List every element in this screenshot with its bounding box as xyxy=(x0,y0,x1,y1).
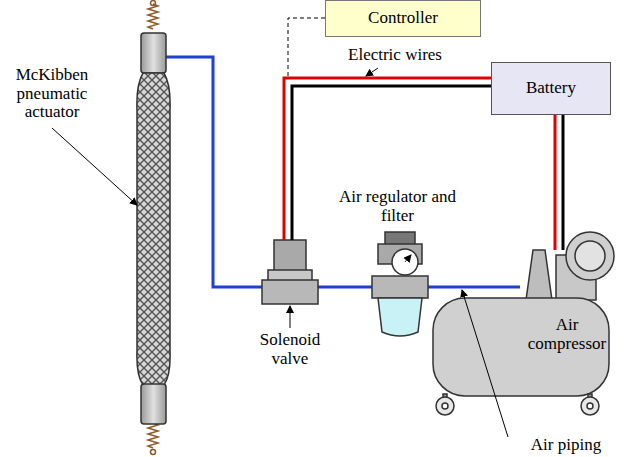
part-label: Air piping xyxy=(505,436,627,455)
leader-line xyxy=(52,68,508,437)
node-text: Battery xyxy=(526,79,576,98)
battery-box: Battery xyxy=(491,62,611,115)
solenoid-valve xyxy=(262,240,318,304)
node-text: Controller xyxy=(368,9,438,28)
part-label: Air regulator and filter xyxy=(335,188,460,225)
node-text: Air compressor xyxy=(526,316,608,353)
air-piping xyxy=(166,57,520,287)
wire-line xyxy=(554,115,557,250)
wire-connector xyxy=(555,115,563,250)
mckibben-actuator xyxy=(137,33,170,424)
wire-line xyxy=(562,115,565,250)
controller-box: Controller xyxy=(325,0,481,37)
electric-wire xyxy=(284,78,491,240)
compressor-node: Air compressor xyxy=(432,240,610,400)
part-label: Electric wires xyxy=(335,46,455,65)
signal-line xyxy=(288,18,325,76)
air-regulator xyxy=(372,232,428,336)
air-compressor xyxy=(433,232,614,415)
part-label: McKibben pneumatic actuator xyxy=(0,66,104,122)
part-label: Solenoid valve xyxy=(245,331,335,368)
